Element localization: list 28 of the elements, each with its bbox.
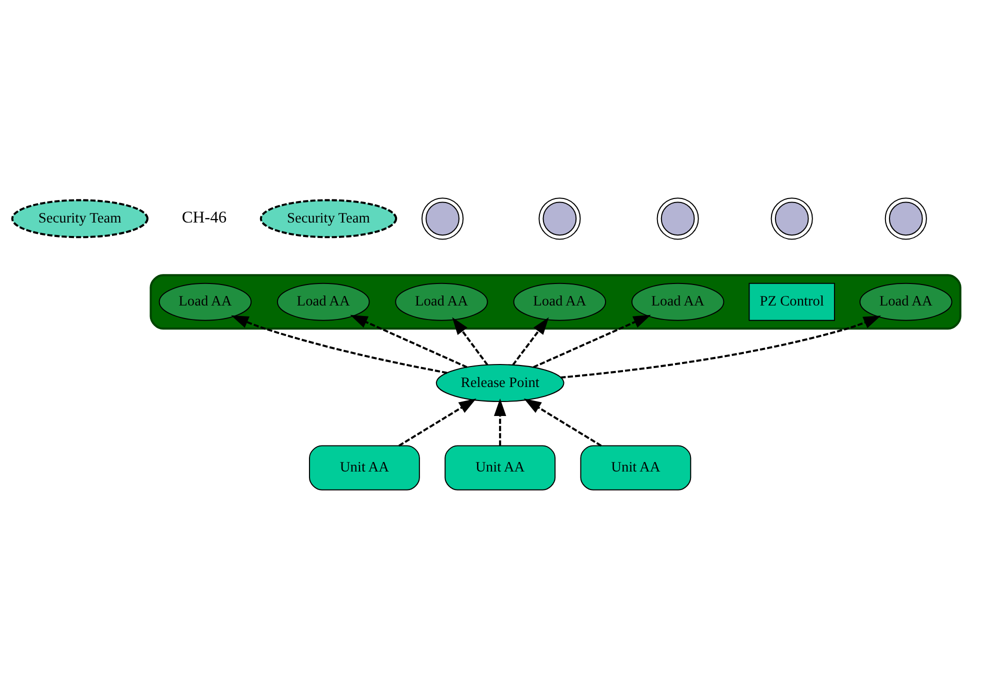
- node-circle: [884, 197, 927, 240]
- arrow: [231, 314, 448, 374]
- arrow: [398, 398, 476, 446]
- node-ellipse: Load AA: [859, 282, 952, 320]
- arrow: [560, 315, 882, 378]
- node-ellipse: Security Team: [11, 198, 148, 238]
- arrow: [533, 314, 651, 368]
- node-ellipse: Load AA: [395, 282, 488, 320]
- arrow: [494, 398, 506, 445]
- node-ellipse: Release Point: [436, 364, 564, 402]
- node-ellipse: Load AA: [276, 282, 370, 320]
- node-ellipse: Load AA: [513, 282, 606, 320]
- node-ellipse: Load AA: [631, 282, 724, 320]
- node-box: Unit AA: [580, 444, 692, 490]
- node-ellipse: Security Team: [260, 198, 398, 238]
- arrow: [350, 314, 468, 368]
- arrow: [512, 316, 549, 365]
- label: CH-46: [182, 207, 227, 226]
- arrow: [524, 398, 602, 446]
- node-circle: [770, 197, 813, 240]
- node-box: Unit AA: [444, 444, 556, 490]
- arrow: [452, 316, 488, 365]
- node-box: PZ Control: [748, 282, 835, 320]
- node-box: Unit AA: [308, 444, 420, 490]
- node-ellipse: Load AA: [158, 282, 252, 320]
- node-circle: [421, 197, 464, 240]
- node-circle: [538, 197, 581, 240]
- node-circle: [656, 197, 699, 240]
